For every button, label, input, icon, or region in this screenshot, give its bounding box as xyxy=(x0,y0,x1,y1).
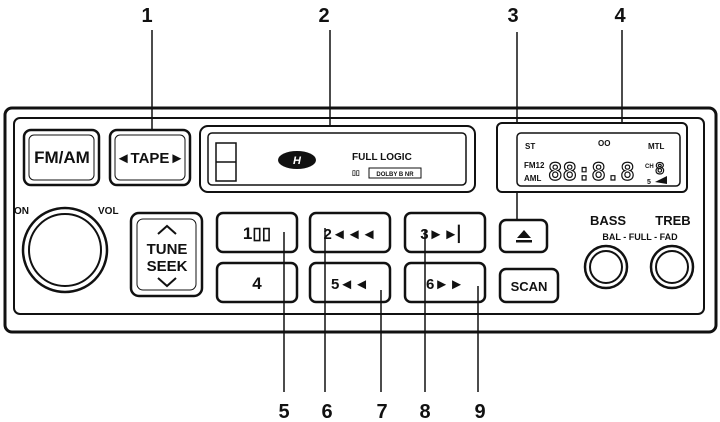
callout-7: 7 xyxy=(376,401,387,422)
bass-label: BASS xyxy=(590,213,626,228)
lcd-display: ST OO MTL FM12 AML 88:8.8 CH 8 5 xyxy=(496,122,688,193)
preset-3-label: 3►►▏ xyxy=(420,224,470,244)
lcd-ch-digit: 8 xyxy=(655,159,665,178)
chevron-down-icon xyxy=(157,277,177,288)
preset-1-button[interactable]: 1▯▯ xyxy=(215,211,299,254)
callout-6: 6 xyxy=(321,401,332,422)
eject-icon xyxy=(517,230,531,238)
bal-full-fad-label: BAL - FULL - FAD xyxy=(602,232,678,242)
preset-3-button[interactable]: 3►►▏ xyxy=(403,211,487,254)
scan-label: SCAN xyxy=(511,279,548,294)
seek-label: SEEK xyxy=(147,258,188,275)
callout-3: 3 xyxy=(507,5,518,27)
tune-seek-button[interactable]: TUNE SEEK xyxy=(129,211,204,298)
radio-housing xyxy=(3,106,718,334)
fm-am-label: FM/AM xyxy=(34,148,90,167)
callout-9: 9 xyxy=(474,401,485,422)
treble-knob[interactable] xyxy=(649,244,695,290)
dolby-mark: ▯▯ xyxy=(352,170,360,177)
tape-label: ◄TAPE► xyxy=(116,150,185,167)
callout-1: 1 xyxy=(141,5,152,27)
eject-button[interactable] xyxy=(498,218,549,254)
chevron-up-icon xyxy=(157,224,177,235)
volume-knob[interactable] xyxy=(21,206,109,294)
lcd-aml: AML xyxy=(524,174,541,183)
on-label: ON xyxy=(14,206,29,217)
preset-4-label: 4 xyxy=(252,274,262,293)
lcd-five: 5 xyxy=(647,179,651,186)
callout-lines-bottom xyxy=(283,228,479,392)
callout-5: 5 xyxy=(278,401,289,422)
svg-text:H: H xyxy=(293,155,302,167)
bass-knob[interactable] xyxy=(583,244,629,290)
callout-2: 2 xyxy=(318,5,329,27)
lcd-triangle-icon xyxy=(655,176,667,184)
treb-label: TREB xyxy=(655,213,690,228)
callout-4: 4 xyxy=(614,5,626,27)
preset-2-button[interactable]: 2◄◄◄ xyxy=(308,211,392,254)
full-logic-label: FULL LOGIC xyxy=(352,152,412,163)
preset-4-button[interactable]: 4 xyxy=(215,261,299,304)
logo-icon: H xyxy=(278,151,316,169)
scan-button[interactable]: SCAN xyxy=(498,267,560,304)
lcd-mtl: MTL xyxy=(648,142,665,151)
callout-8: 8 xyxy=(419,401,430,422)
preset-6-button[interactable]: 6►► xyxy=(403,261,487,304)
preset-5-button[interactable]: 5◄◄ xyxy=(308,261,392,304)
radio-faceplate xyxy=(13,117,705,315)
vol-label: VOL xyxy=(98,206,119,217)
preset-2-label: 2◄◄◄ xyxy=(324,226,377,243)
tape-display: H FULL LOGIC ▯▯ DOLBY B NR xyxy=(199,125,476,193)
lcd-oo: OO xyxy=(598,139,610,148)
dolby-label: DOLBY B NR xyxy=(376,172,414,178)
lcd-fm12: FM12 xyxy=(524,161,545,170)
tape-button[interactable]: ◄TAPE► xyxy=(108,128,192,187)
tune-label: TUNE xyxy=(147,241,188,258)
preset-5-label: 5◄◄ xyxy=(331,276,369,293)
lcd-digits: 88:8.8 xyxy=(548,158,635,186)
preset-1-label: 1▯▯ xyxy=(243,224,271,243)
lcd-ch: CH xyxy=(645,164,654,170)
lcd-st: ST xyxy=(525,142,535,151)
preset-6-label: 6►► xyxy=(426,276,464,293)
fm-am-button[interactable]: FM/AM xyxy=(22,128,101,187)
